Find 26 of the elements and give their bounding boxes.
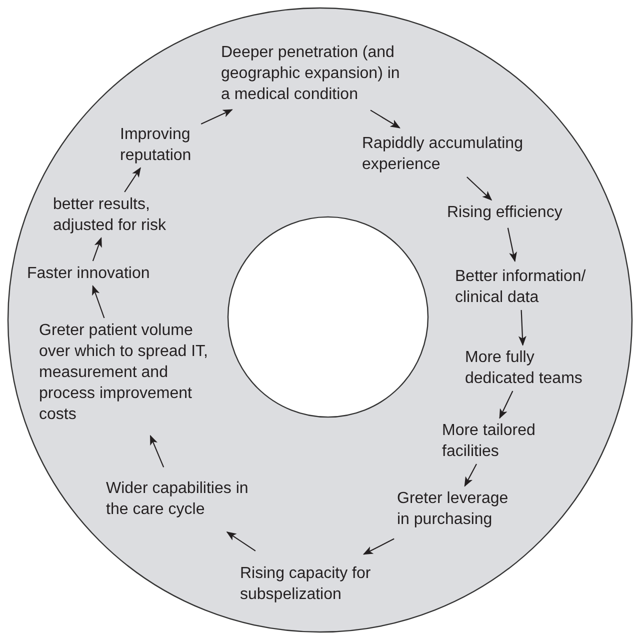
arrow — [150, 434, 164, 468]
step-text: Improving reputation — [120, 124, 230, 166]
arrow — [226, 532, 256, 552]
arrow — [499, 390, 514, 419]
step-text: More tailored facilities — [442, 420, 582, 462]
arrow — [124, 167, 141, 192]
arrow — [464, 464, 477, 487]
arrow — [200, 109, 233, 124]
step-text: Greter patient volume over which to spread IT, measurement and process improvement costs — [39, 320, 214, 425]
arrow — [370, 110, 400, 128]
step-text: Greter leverage in purchasing — [397, 488, 522, 530]
step-text: Deeper penetration (and geographic expansion) in a medical condition — [221, 42, 409, 105]
step-text: Faster innovation — [27, 263, 187, 284]
arrow — [362, 538, 394, 555]
step-text: Rising capacity for subspelization — [240, 563, 415, 605]
step-text: Better information/ clinical data — [455, 266, 630, 308]
arrow — [507, 228, 517, 262]
arrow — [92, 237, 102, 262]
step-text: Rising efficiency — [447, 202, 607, 223]
step-text: More fully dedicated teams — [465, 347, 600, 389]
arrow — [92, 285, 105, 318]
step-text: Rapiddly accumulating experience — [362, 133, 572, 175]
arrow — [466, 176, 492, 201]
step-text: better results, adjusted for risk — [53, 194, 213, 236]
arrow — [518, 310, 526, 346]
step-text: Wider capabilities in the care cycle — [106, 478, 266, 520]
